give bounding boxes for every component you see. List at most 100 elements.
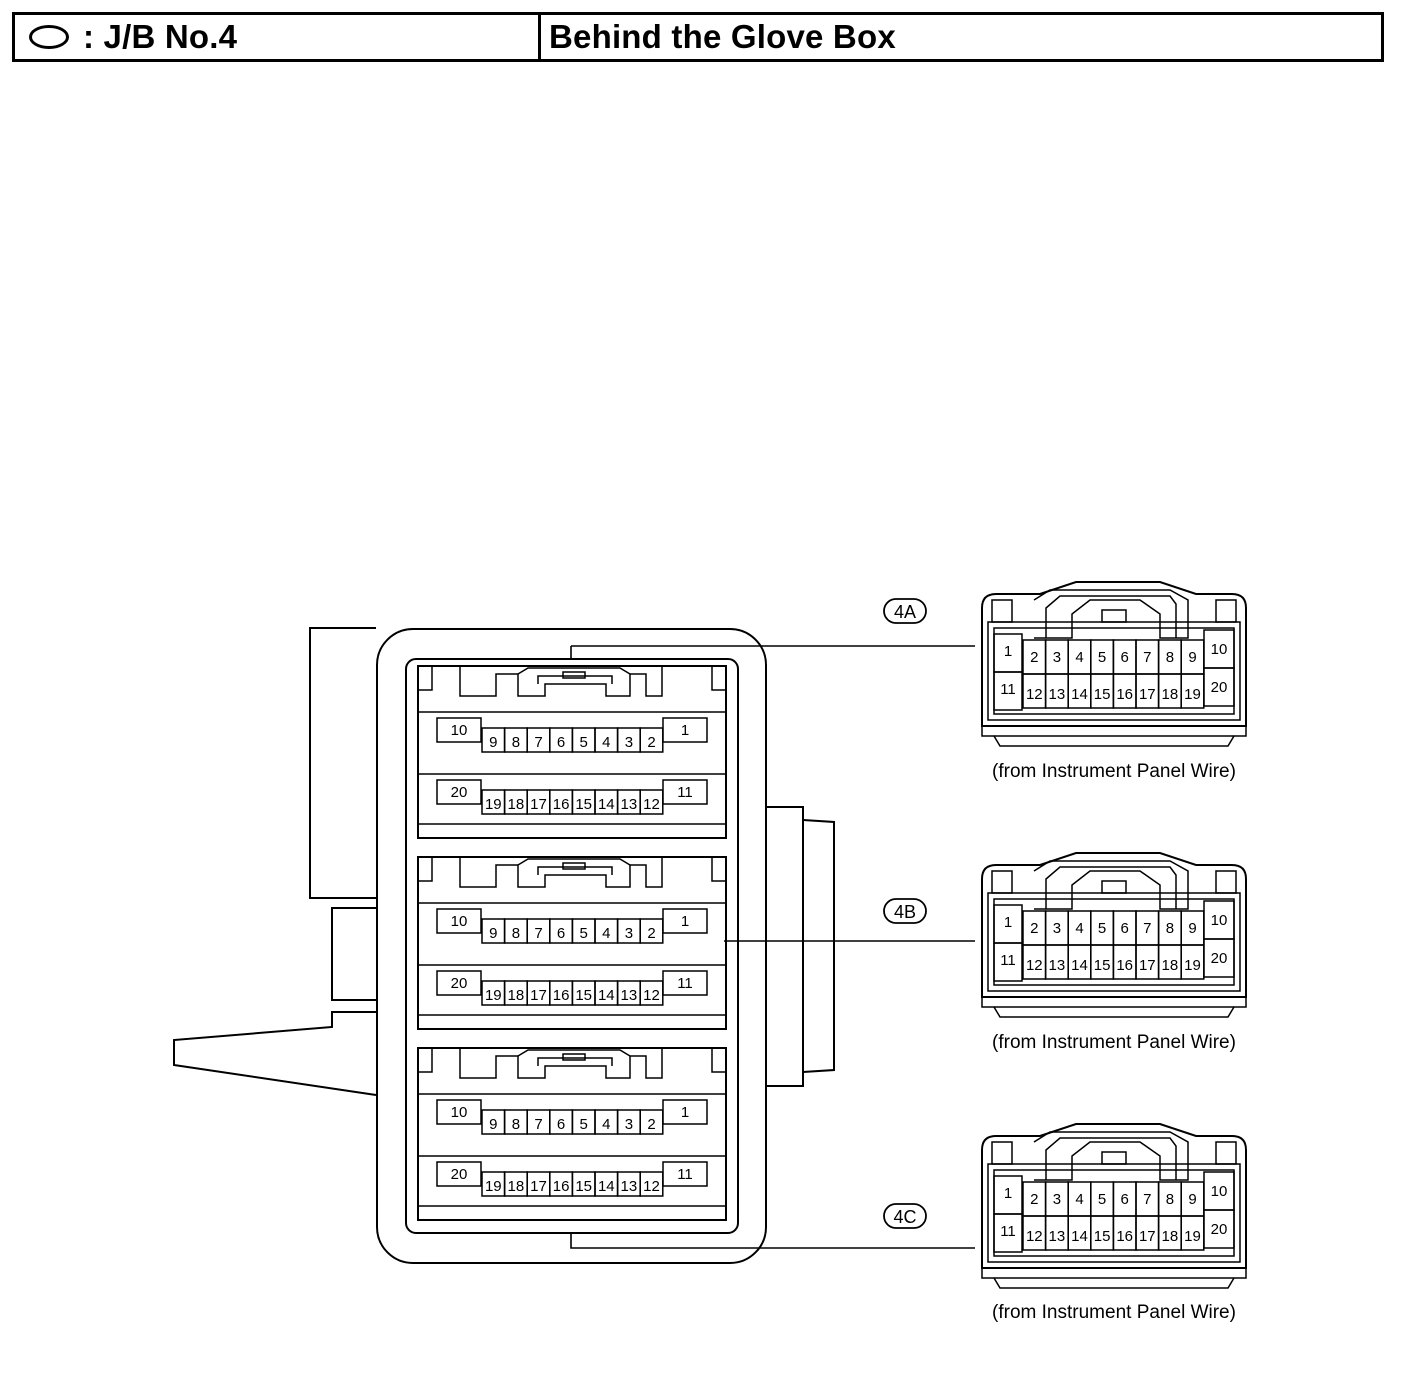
pin-label: 7 [534, 1116, 542, 1133]
pin-label: 11 [1000, 1223, 1016, 1240]
pin-label: 7 [1143, 1191, 1151, 1208]
pin-cavity [436, 779, 482, 805]
connector-id-badge: 4A [883, 598, 927, 624]
pin-label: 10 [1211, 1183, 1228, 1200]
pin-label: 11 [677, 1166, 693, 1183]
pin-label: 7 [1143, 920, 1151, 937]
pin-label: 11 [677, 784, 693, 801]
pin-label: 14 [1071, 1228, 1088, 1245]
pin-label: 8 [512, 1116, 520, 1133]
pin-label: 4 [602, 734, 610, 751]
pin-label: 2 [647, 1116, 655, 1133]
pin-label: 6 [1121, 920, 1129, 937]
pin-label: 18 [1162, 957, 1179, 974]
pin-label: 15 [575, 987, 592, 1004]
connector-source-note: (from Instrument Panel Wire) [992, 761, 1236, 782]
pin-label: 10 [451, 722, 468, 739]
oval-icon [29, 25, 69, 49]
pin-label: 16 [1116, 1228, 1133, 1245]
connector-id-label: 4B [894, 902, 916, 922]
pin-label: 13 [621, 1178, 638, 1195]
connector-id-badge: 4B [883, 898, 927, 924]
pin-label: 3 [625, 925, 633, 942]
pin-label: 16 [553, 987, 570, 1004]
pin-label: 1 [1004, 1185, 1012, 1202]
pin-label: 16 [1116, 957, 1133, 974]
pin-label: 20 [1211, 950, 1228, 967]
pin-cavity [639, 980, 664, 1006]
pin-cavity [1180, 1215, 1205, 1251]
connector-id-label: 4C [893, 1207, 916, 1227]
pin-label: 6 [1121, 649, 1129, 666]
pin-label: 6 [557, 925, 565, 942]
pin-label: 3 [1053, 920, 1061, 937]
pin-label: 18 [1162, 686, 1179, 703]
pin-label: 11 [1000, 681, 1016, 698]
title-bar: : J/B No.4 Behind the Glove Box [12, 12, 1384, 62]
pin-cavity [993, 1213, 1023, 1253]
pin-label: 14 [598, 987, 615, 1004]
pin-label: 13 [1049, 686, 1066, 703]
jb-label: : J/B No.4 [83, 18, 238, 55]
pin-label: 1 [681, 1104, 689, 1121]
title-cell-jb: : J/B No.4 [15, 15, 541, 59]
pin-label: 20 [451, 784, 468, 801]
pin-label: 18 [508, 1178, 525, 1195]
pin-label: 15 [1094, 957, 1111, 974]
pin-label: 15 [575, 1178, 592, 1195]
pin-label: 4 [602, 925, 610, 942]
pin-label: 1 [681, 913, 689, 930]
pin-label: 19 [485, 987, 502, 1004]
pin-label: 17 [1139, 957, 1156, 974]
pin-label: 2 [647, 925, 655, 942]
pin-label: 15 [1094, 686, 1111, 703]
pin-label: 17 [530, 796, 547, 813]
pin-label: 8 [512, 925, 520, 942]
pin-label: 4 [1075, 920, 1083, 937]
pin-label: 13 [1049, 1228, 1066, 1245]
pin-label: 2 [647, 734, 655, 751]
pin-cavity [639, 1109, 664, 1135]
pin-label: 10 [1211, 912, 1228, 929]
pin-label: 2 [1030, 920, 1038, 937]
pin-label: 13 [1049, 957, 1066, 974]
connector-id-label: 4A [894, 602, 916, 622]
connector-source-note: (from Instrument Panel Wire) [992, 1302, 1236, 1323]
pin-label: 14 [1071, 957, 1088, 974]
pin-label: 16 [1116, 686, 1133, 703]
pin-cavity [993, 671, 1023, 711]
pin-label: 12 [643, 1178, 660, 1195]
pin-label: 14 [598, 1178, 615, 1195]
pin-label: 14 [1071, 686, 1088, 703]
pin-label: 14 [598, 796, 615, 813]
pin-label: 8 [512, 734, 520, 751]
pin-cavity [436, 1161, 482, 1187]
pin-cavity [639, 918, 664, 944]
pin-label: 19 [1184, 957, 1201, 974]
pin-label: 18 [1162, 1228, 1179, 1245]
pin-label: 2 [1030, 1191, 1038, 1208]
pin-label: 10 [1211, 641, 1228, 658]
pin-label: 5 [580, 1116, 588, 1133]
pin-label: 4 [602, 1116, 610, 1133]
pin-label: 6 [557, 1116, 565, 1133]
pin-label: 6 [1121, 1191, 1129, 1208]
pin-label: 17 [1139, 1228, 1156, 1245]
pin-label: 10 [451, 1104, 468, 1121]
pin-cavity [639, 789, 664, 815]
pin-label: 12 [643, 987, 660, 1004]
title-cell-location: Behind the Glove Box [541, 15, 1381, 59]
pin-label: 7 [534, 734, 542, 751]
pin-label: 5 [580, 925, 588, 942]
pin-cavity [436, 908, 482, 934]
pin-label: 7 [1143, 649, 1151, 666]
pin-label: 19 [485, 796, 502, 813]
pin-label: 11 [1000, 952, 1016, 969]
pin-label: 16 [553, 1178, 570, 1195]
pin-label: 16 [553, 796, 570, 813]
pin-label: 12 [1026, 686, 1043, 703]
pin-label: 5 [1098, 649, 1106, 666]
